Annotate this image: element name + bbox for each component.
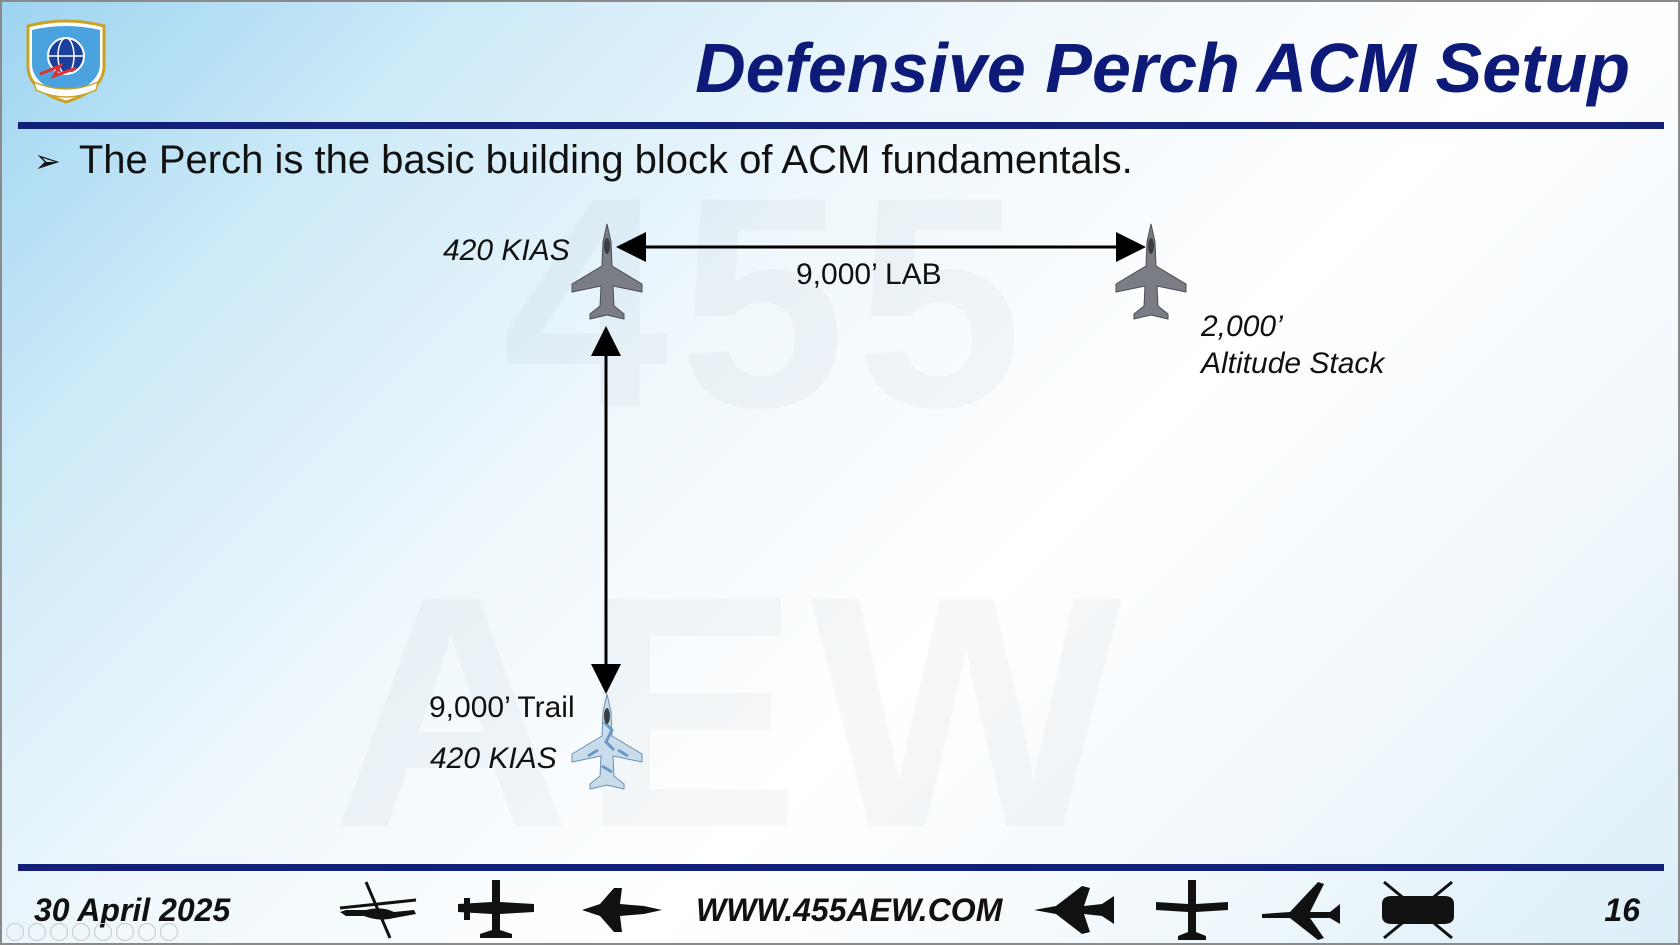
transport-silhouette-icon xyxy=(1156,880,1228,940)
footer-divider xyxy=(18,864,1664,871)
lab-distance-label: 9,000’ LAB xyxy=(796,258,942,291)
next-slide-icon[interactable] xyxy=(28,923,46,941)
slide-title: Defensive Perch ACM Setup xyxy=(695,29,1630,107)
f16-jet-icon xyxy=(1115,223,1187,320)
watermark-455: 455 xyxy=(502,134,1033,470)
page-number: 16 xyxy=(1604,892,1640,928)
bullet-point: ➢ The Perch is the basic building block … xyxy=(34,138,1133,183)
footer-date: 30 April 2025 xyxy=(34,892,231,928)
slide-sorter-icon[interactable] xyxy=(72,923,90,941)
trail-speed-label: 420 KIAS xyxy=(430,742,557,775)
stack-altitude-label: 2,000’ xyxy=(1201,310,1283,343)
uav-silhouette-icon xyxy=(1382,880,1454,940)
fighter-silhouette-icon xyxy=(1034,886,1114,934)
subtitles-icon[interactable] xyxy=(116,923,134,941)
wing-emblem-icon xyxy=(26,19,106,104)
helicopter-silhouette-icon xyxy=(339,881,417,939)
bullet-arrow-icon: ➢ xyxy=(34,142,61,179)
camera-icon[interactable] xyxy=(138,923,156,941)
lead-speed-label: 420 KIAS xyxy=(443,234,570,267)
fighter-silhouette-icon xyxy=(582,888,662,932)
f16-jet-icon xyxy=(571,223,643,320)
pen-tool-icon[interactable] xyxy=(50,923,68,941)
footer-website: WWW.455AEW.COM xyxy=(696,892,1003,928)
previous-slide-icon[interactable] xyxy=(6,923,24,941)
bullet-text: The Perch is the basic building block of… xyxy=(78,138,1133,182)
transport-silhouette-icon xyxy=(458,880,534,938)
altitude-stack-label: Altitude Stack xyxy=(1201,347,1385,380)
trail-distance-label: 9,000’ Trail xyxy=(429,691,575,724)
header-divider xyxy=(18,122,1664,129)
more-options-icon[interactable] xyxy=(160,923,178,941)
aggressor-f16-icon xyxy=(571,693,643,790)
watermark-aew: AEW xyxy=(332,527,1132,896)
zoom-icon[interactable] xyxy=(94,923,112,941)
slideshow-controls[interactable] xyxy=(6,923,178,941)
fighter-silhouette-icon xyxy=(1262,882,1340,940)
